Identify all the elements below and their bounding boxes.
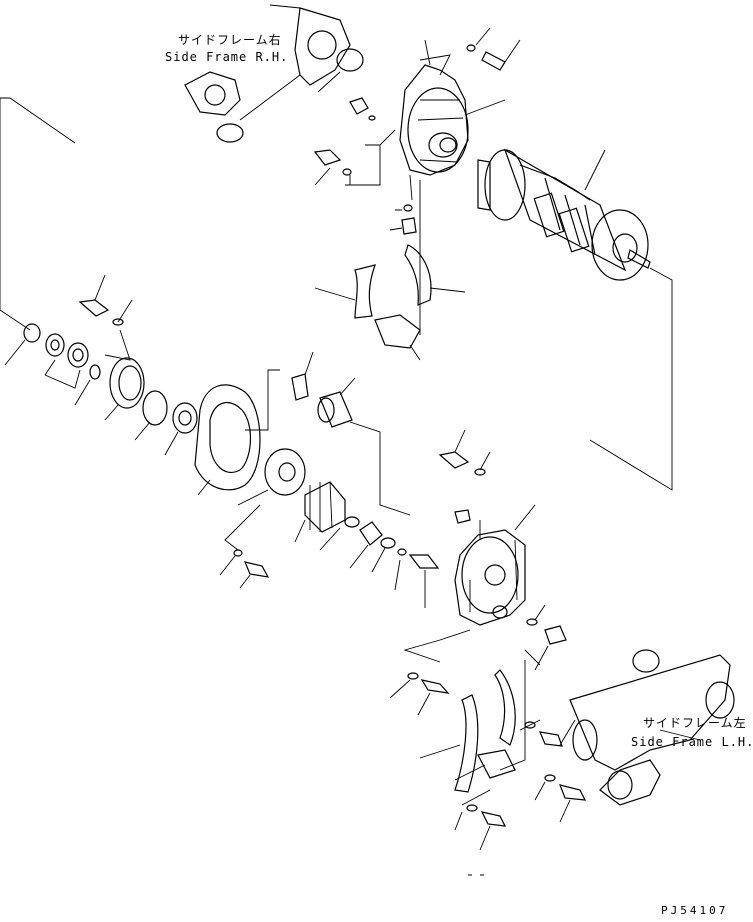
upper-guard-set: [314, 180, 466, 361]
side-frame-rh-part: [184, 4, 364, 143]
side-frame-lh-part: [569, 649, 735, 806]
side-frame-rh-label-ja: サイドフレーム右: [178, 33, 282, 47]
middle-row-parts: [4, 274, 440, 608]
leader-line-left: [0, 97, 76, 331]
drawing-code: PJ54107: [661, 904, 729, 917]
side-frame-lh-label-en: Side Frame L.H.: [631, 735, 753, 749]
drive-motor: [477, 148, 673, 491]
lower-final-drive-housing: [389, 429, 567, 716]
side-frame-lh-label-ja: サイドフレーム左: [643, 716, 747, 730]
upper-bolt-set: [313, 27, 521, 235]
lower-guard-set: [419, 649, 587, 851]
upper-final-drive-housing: [399, 39, 506, 176]
side-frame-rh-label-en: Side Frame R.H.: [165, 50, 289, 64]
